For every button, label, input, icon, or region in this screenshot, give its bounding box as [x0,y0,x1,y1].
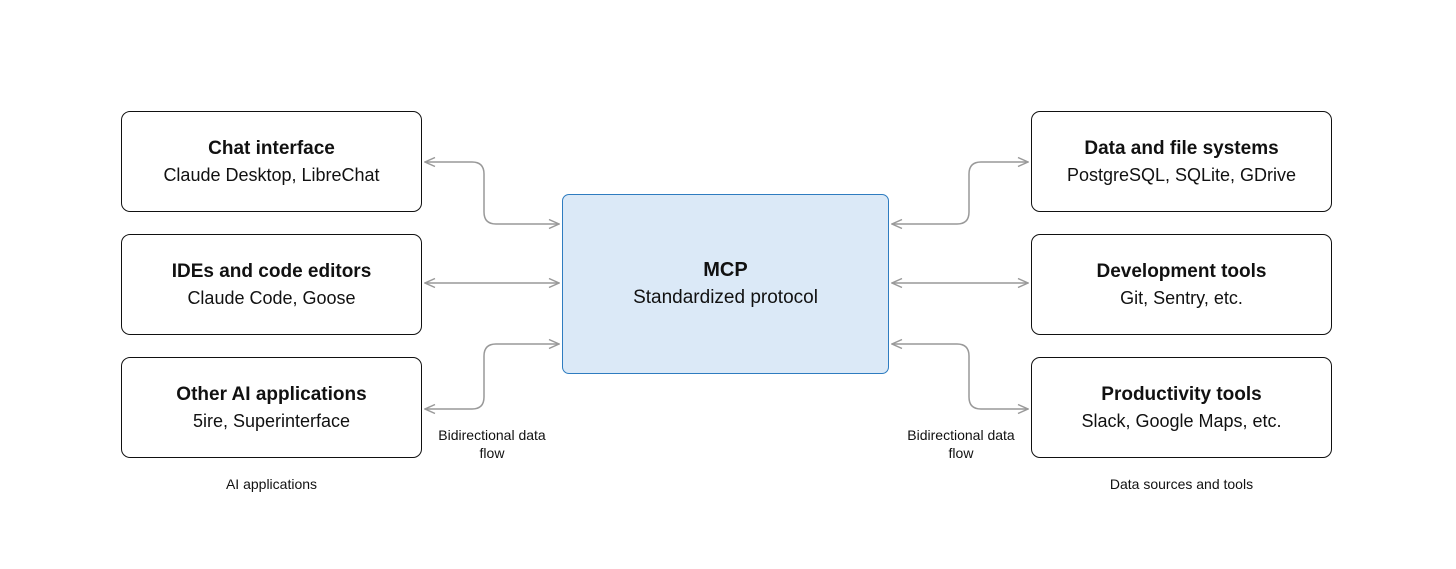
connector-mcp-to-datafiles [892,162,1028,224]
box-title: Data and file systems [1084,137,1279,159]
box-subtitle: Git, Sentry, etc. [1120,287,1243,308]
box-subtitle: PostgreSQL, SQLite, GDrive [1066,164,1297,185]
caption-ai-applications: AI applications [225,476,318,492]
box-productivity-tools: Productivity tools Slack, Google Maps, e… [1031,357,1332,458]
box-title: Productivity tools [1101,383,1262,405]
box-subtitle: 5ire, Superinterface [192,410,351,431]
flow-label-left: Bidirectional data flow [438,427,546,462]
box-title: IDEs and code editors [171,260,372,282]
box-other-ai-applications: Other AI applications 5ire, Superinterfa… [121,357,422,458]
box-subtitle: Claude Code, Goose [187,287,356,308]
box-chat-interface: Chat interface Claude Desktop, LibreChat [121,111,422,212]
box-title: Development tools [1096,260,1267,282]
box-subtitle: Claude Desktop, LibreChat [163,164,380,185]
box-development-tools: Development tools Git, Sentry, etc. [1031,234,1332,335]
box-data-file-systems: Data and file systems PostgreSQL, SQLite… [1031,111,1332,212]
flow-label-right: Bidirectional data flow [907,427,1015,462]
box-mcp: MCP Standardized protocol [562,194,889,374]
caption-data-sources-tools: Data sources and tools [1109,476,1254,492]
box-subtitle: Slack, Google Maps, etc. [1081,410,1282,431]
connector-mcp-to-productivity [892,344,1028,409]
box-ides-code-editors: IDEs and code editors Claude Code, Goose [121,234,422,335]
connector-chat-to-mcp [425,162,559,224]
mcp-title: MCP [703,259,748,282]
mcp-subtitle: Standardized protocol [633,287,818,309]
connector-otherai-to-mcp [425,344,559,409]
box-title: Other AI applications [176,383,367,405]
box-title: Chat interface [208,137,335,159]
